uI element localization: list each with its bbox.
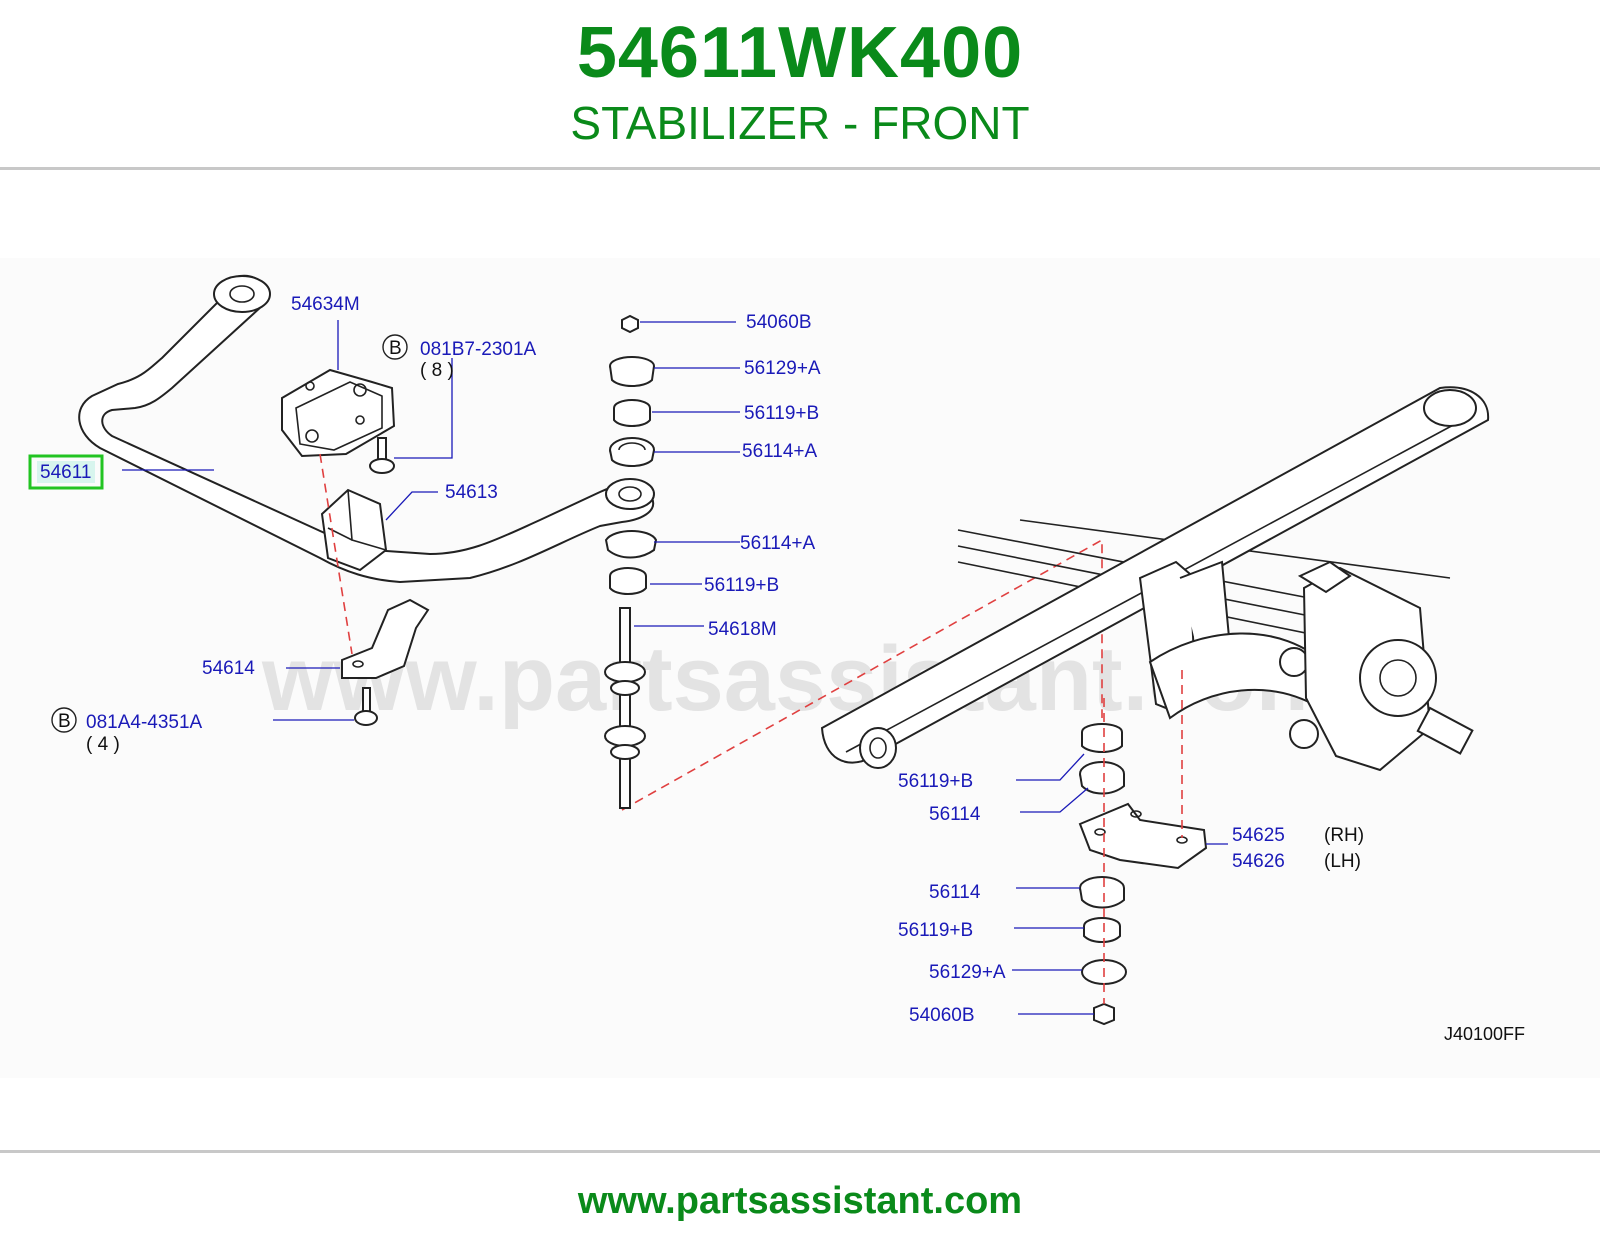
leaf-spring-axle [820, 386, 1490, 772]
bottom-divider [0, 1150, 1600, 1153]
b-marker-081a4: B [51, 707, 77, 733]
callout-56119b-1[interactable]: 56119+B [744, 403, 819, 424]
callout-54625[interactable]: 54625 [1232, 825, 1285, 846]
callout-54626[interactable]: 54626 [1232, 851, 1285, 872]
diagram-subtitle: STABILIZER - FRONT [570, 97, 1030, 149]
callout-56114-1[interactable]: 56114 [929, 804, 981, 825]
callout-081b7-2301a[interactable]: 081B7-2301A [420, 339, 537, 360]
exploded-view: www.partsassistant.com [28, 274, 1525, 1044]
highlight-fill [37, 461, 95, 483]
callout-081a4-qty: ( 4 ) [86, 734, 120, 755]
callout-54614[interactable]: 54614 [202, 658, 255, 679]
callout-54613[interactable]: 54613 [445, 482, 498, 503]
highlight-box [28, 454, 104, 490]
parts-diagram: www.partsassistant.com [0, 258, 1600, 1078]
callout-56114a-1[interactable]: 56114+A [742, 441, 818, 462]
callout-56114-2[interactable]: 56114 [929, 882, 981, 903]
callout-56119b-3[interactable]: 56119+B [898, 771, 973, 792]
callout-54611[interactable]: 54611 [40, 462, 91, 483]
bolt-081a4 [354, 687, 378, 726]
assembly-line-2 [621, 538, 1103, 811]
assembly-line-1 [319, 453, 353, 655]
svg-text:B: B [389, 338, 402, 359]
clamp-54614 [341, 598, 430, 679]
top-divider [0, 167, 1600, 170]
leader-lines [122, 320, 1228, 1015]
callout-081a4-4351a[interactable]: 081A4-4351A [86, 712, 203, 733]
callout-081b7-qty: ( 8 ) [420, 360, 454, 381]
callout-54618m[interactable]: 54618M [708, 619, 777, 640]
bracket-54634m [281, 368, 396, 458]
callout-54060b-top[interactable]: 54060B [746, 312, 812, 333]
lower-link-stack [1078, 670, 1208, 1026]
footer-url[interactable]: www.partsassistant.com [577, 1180, 1023, 1222]
callout-54060b-bottom[interactable]: 54060B [909, 1005, 975, 1026]
svg-text:B: B [58, 711, 71, 732]
link-stack [604, 314, 658, 809]
callout-56114a-2[interactable]: 56114+A [740, 533, 816, 554]
callout-56119b-2[interactable]: 56119+B [704, 575, 779, 596]
callout-54634m[interactable]: 54634M [291, 294, 360, 315]
bolt-081b7 [369, 437, 395, 474]
part-number-title: 54611WK400 [576, 13, 1024, 93]
stabilizer-bar [78, 274, 655, 584]
callout-56129a-bottom[interactable]: 56129+A [929, 962, 1006, 983]
callout-56119b-4[interactable]: 56119+B [898, 920, 973, 941]
callout-54626-side: (LH) [1324, 851, 1361, 872]
callout-56129a-top[interactable]: 56129+A [744, 358, 821, 379]
callout-54625-side: (RH) [1324, 825, 1364, 846]
b-marker-081b7: B [382, 334, 408, 360]
diagram-code: J40100FF [1444, 1024, 1525, 1044]
bushing-54613 [320, 488, 388, 572]
